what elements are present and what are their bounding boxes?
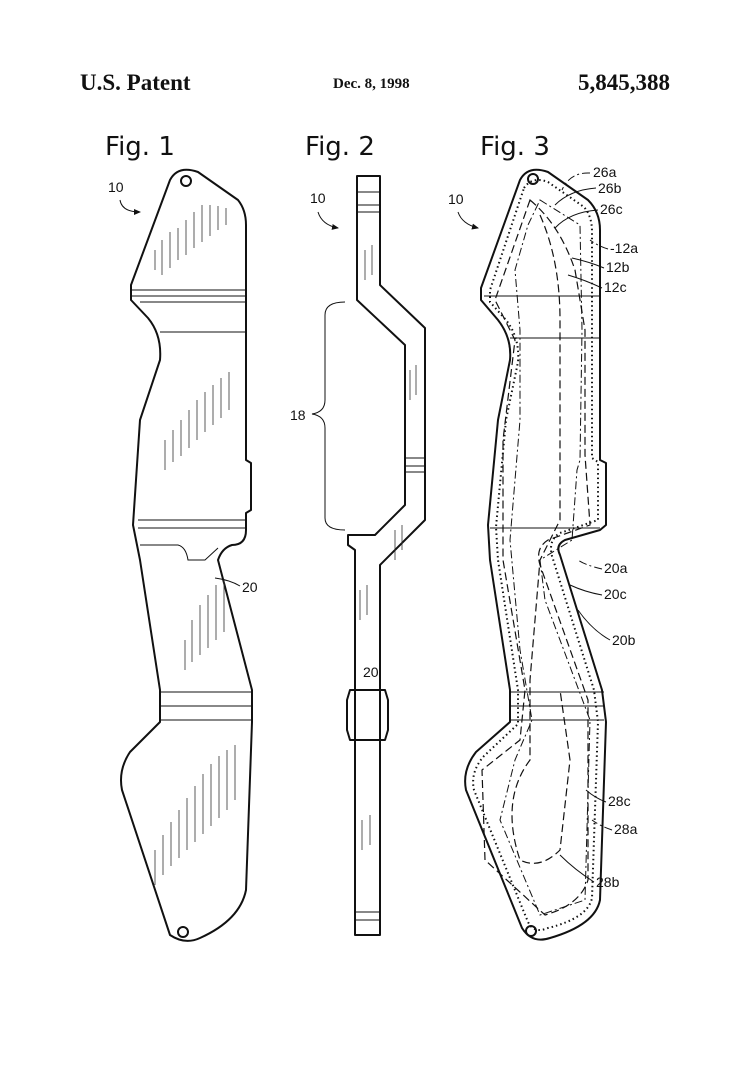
header-patent-label: U.S. Patent [80, 70, 191, 95]
fig3-title: Fig. 3 [480, 132, 550, 162]
fig3-label-26b: 26b [598, 180, 622, 196]
fig1-label-20: 20 [242, 579, 258, 595]
fig1-title: Fig. 1 [105, 132, 175, 162]
fig2-bow-side-view: 18 10 20 [290, 175, 426, 936]
fig3-bow-riser-layers: 10 26a 26b 26c -12a 12b 12c 20a 20c 20b … [448, 164, 638, 941]
fig1-bow-riser: 10 20 [108, 168, 258, 942]
header-patent-number: 5,845,388 [578, 70, 670, 95]
fig2-label-18: 18 [290, 407, 306, 423]
fig3-label-20b: 20b [612, 632, 636, 648]
fig3-label-26c: 26c [600, 201, 623, 217]
fig3-label-20a: 20a [604, 560, 628, 576]
fig3-label-12a: -12a [610, 240, 638, 256]
fig3-label-20c: 20c [604, 586, 627, 602]
fig2-title: Fig. 2 [305, 132, 375, 162]
fig3-label-10: 10 [448, 191, 464, 207]
header-date: Dec. 8, 1998 [333, 76, 410, 92]
fig1-label-10: 10 [108, 179, 124, 195]
fig3-label-28b: 28b [596, 874, 620, 890]
fig3-label-12c: 12c [604, 279, 627, 295]
fig3-label-26a: 26a [593, 164, 617, 180]
fig2-label-10: 10 [310, 190, 326, 206]
fig3-label-12b: 12b [606, 259, 630, 275]
fig2-label-20: 20 [363, 664, 379, 680]
fig3-label-28c: 28c [608, 793, 631, 809]
fig3-label-28a: 28a [614, 821, 638, 837]
